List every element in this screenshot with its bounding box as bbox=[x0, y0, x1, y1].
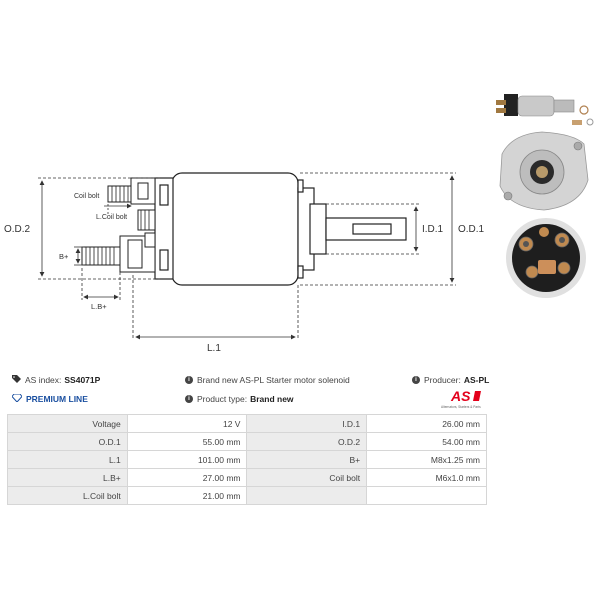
bplus-label: B+ bbox=[59, 252, 69, 261]
table-row: O.D.1 55.00 mm O.D.2 54.00 mm bbox=[7, 432, 487, 451]
coil-bolt-label: Coil bolt bbox=[74, 193, 99, 200]
od2-label: O.D.2 bbox=[4, 224, 31, 235]
product-photo-rear bbox=[506, 218, 586, 298]
id1-dimension bbox=[326, 203, 420, 255]
od1-dimension bbox=[300, 172, 456, 286]
spec-value: 54.00 mm bbox=[366, 432, 487, 451]
logo-tagline: Alternators, Starters & Parts bbox=[441, 405, 481, 409]
spec-value: M8x1.25 mm bbox=[366, 450, 487, 469]
table-row: Voltage 12 V I.D.1 26.00 mm bbox=[7, 414, 487, 433]
as-index-label: AS index: bbox=[25, 375, 62, 385]
product-photo-front bbox=[499, 131, 589, 211]
coil-bolt bbox=[107, 177, 156, 231]
technical-drawing: O.D.2 B+ L.B+ Coil bolt L.Coil bolt L.1 … bbox=[4, 172, 485, 354]
product-description: i Brand new AS-PL Starter motor solenoid bbox=[185, 375, 350, 385]
spec-value: 101.00 mm bbox=[126, 450, 248, 469]
product-type: i Product type: Brand new bbox=[185, 394, 294, 404]
spec-value: 26.00 mm bbox=[366, 414, 487, 433]
id1-label: I.D.1 bbox=[422, 224, 444, 235]
od2-dimension bbox=[38, 177, 160, 280]
tag-icon bbox=[12, 375, 21, 385]
as-index-value: SS4071P bbox=[64, 375, 101, 385]
product-photo-side bbox=[496, 94, 594, 126]
battery-terminal bbox=[81, 232, 156, 273]
premium-line: PREMIUM LINE bbox=[11, 393, 88, 404]
product-type-value: Brand new bbox=[250, 394, 294, 404]
spec-value: 21.00 mm bbox=[126, 486, 248, 505]
spec-label: L.Coil bolt bbox=[7, 486, 128, 505]
table-row: L.Coil bolt 21.00 mm bbox=[7, 486, 487, 505]
product-type-label: Product type: bbox=[197, 394, 248, 404]
as-pl-logo: AS Alternators, Starters & Parts bbox=[441, 388, 489, 410]
specifications-table: Voltage 12 V I.D.1 26.00 mm O.D.1 55.00 … bbox=[7, 414, 487, 505]
l1-label: L.1 bbox=[207, 343, 221, 354]
table-row: L.B+ 27.00 mm Coil bolt M6x1.0 mm bbox=[7, 468, 487, 487]
info-icon: i bbox=[412, 376, 420, 384]
spec-label: L.B+ bbox=[7, 468, 128, 487]
lcoil-bolt-label: L.Coil bolt bbox=[96, 214, 127, 221]
spec-label: O.D.2 bbox=[246, 432, 368, 451]
description-text: Brand new AS-PL Starter motor solenoid bbox=[197, 375, 350, 385]
producer: i Producer: AS-PL bbox=[412, 375, 489, 385]
spec-label: Coil bolt bbox=[246, 468, 368, 487]
spec-label: B+ bbox=[246, 450, 368, 469]
spec-label: I.D.1 bbox=[246, 414, 368, 433]
as-index: AS index: SS4071P bbox=[12, 375, 100, 385]
table-row: L.1 101.00 mm B+ M8x1.25 mm bbox=[7, 450, 487, 469]
diamond-icon bbox=[11, 393, 23, 404]
spec-label: Voltage bbox=[7, 414, 128, 433]
info-icon: i bbox=[185, 395, 193, 403]
premium-line-label: PREMIUM LINE bbox=[26, 394, 88, 404]
lb-label: L.B+ bbox=[91, 302, 107, 311]
logo-text: AS bbox=[450, 388, 471, 404]
spec-label bbox=[246, 486, 368, 505]
spec-label: L.1 bbox=[7, 450, 128, 469]
producer-label: Producer: bbox=[424, 375, 461, 385]
info-icon: i bbox=[185, 376, 193, 384]
spec-value: 55.00 mm bbox=[126, 432, 248, 451]
spec-value: M6x1.0 mm bbox=[366, 468, 487, 487]
spec-value: 27.00 mm bbox=[126, 468, 248, 487]
l1-dimension bbox=[132, 275, 299, 340]
od1-label: O.D.1 bbox=[458, 224, 485, 235]
coil-bolt-dimension bbox=[104, 203, 132, 214]
bplus-dimension bbox=[74, 246, 84, 266]
spec-value: 12 V bbox=[126, 414, 248, 433]
product-photos bbox=[496, 94, 594, 298]
spec-label: O.D.1 bbox=[7, 432, 128, 451]
producer-value: AS-PL bbox=[463, 375, 490, 385]
lb-dimension bbox=[81, 268, 121, 300]
solenoid-body bbox=[154, 172, 407, 286]
spec-value bbox=[366, 486, 487, 505]
